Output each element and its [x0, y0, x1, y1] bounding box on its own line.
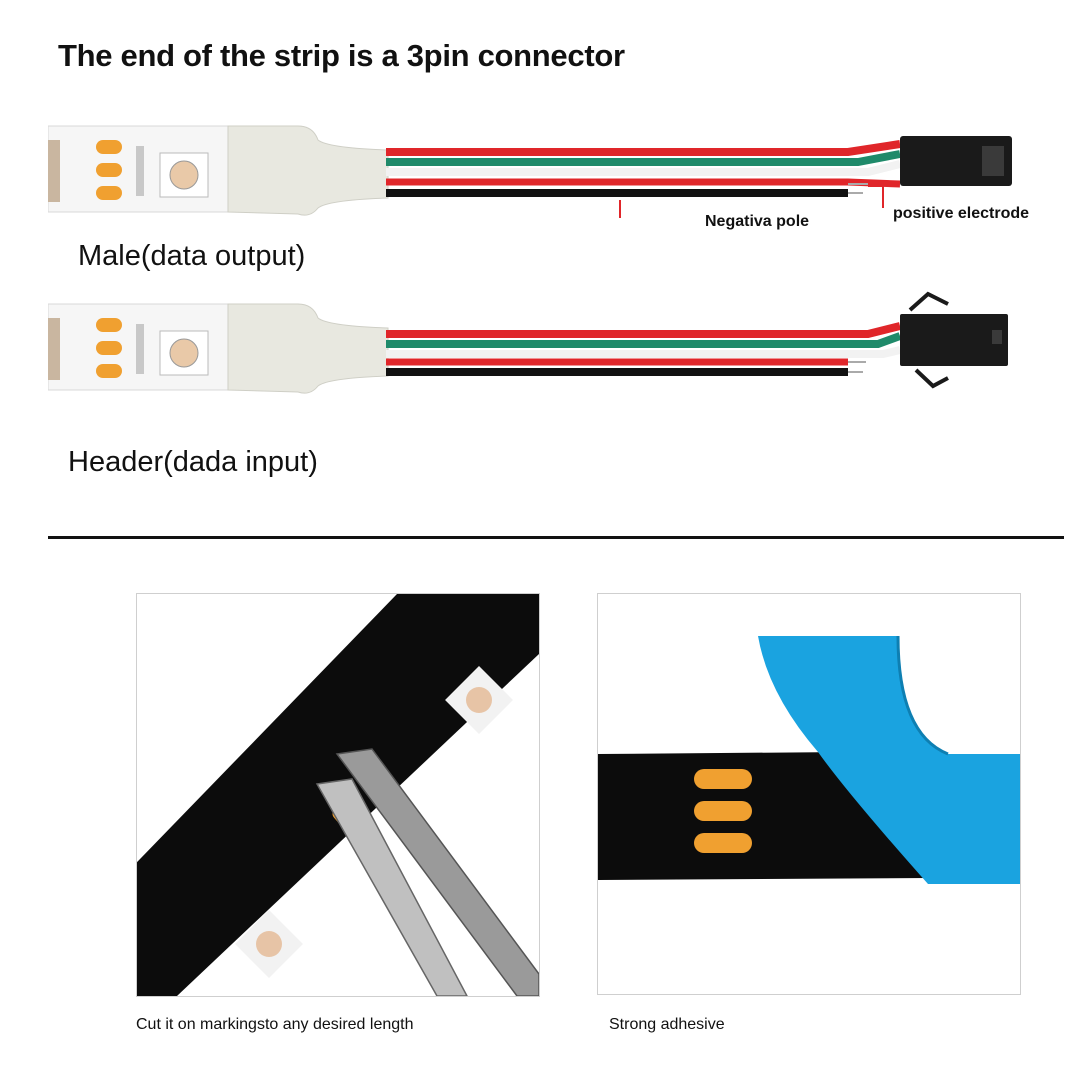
adhesive-caption: Strong adhesive — [609, 1016, 725, 1033]
male-label: Male(data output) — [78, 240, 306, 272]
section-divider — [48, 536, 1064, 539]
header-label: Header(dada input) — [68, 446, 318, 478]
male-connector-image — [48, 118, 1038, 218]
cut-caption: Cut it on markingsto any desired length — [136, 1016, 414, 1033]
header-connector-image — [48, 290, 1038, 400]
page-title: The end of the strip is a 3pin connector — [58, 38, 625, 73]
adhesive-photo-panel — [597, 593, 1021, 995]
cut-photo-panel — [136, 593, 540, 997]
positive-electrode-label: positive electrode — [893, 205, 1030, 222]
negative-pole-label: Negativa pole — [705, 213, 810, 230]
